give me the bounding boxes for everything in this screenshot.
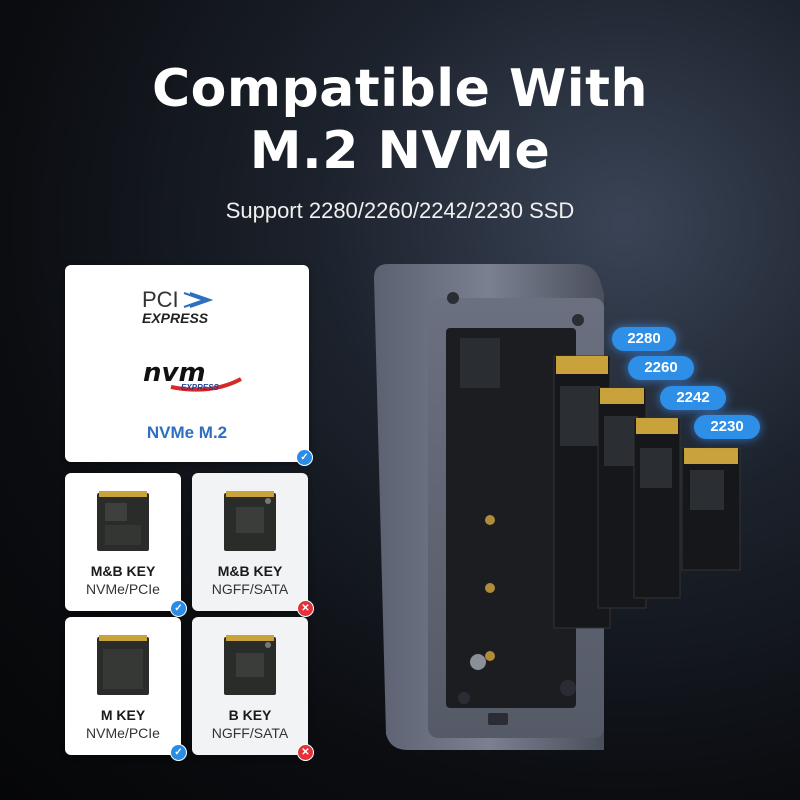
ssd-chip-icon [224,635,276,695]
key-card-mb-sata: M&B KEY NGFF/SATA ✕ [192,473,314,617]
ssd-chip-icon [97,491,149,551]
headline-line-2: M.2 NVMe [249,121,551,181]
ssd-enclosure-illustration [374,264,741,750]
cross-icon: ✕ [297,600,314,617]
key-subtitle: NVMe/PCIe [86,725,160,741]
cross-icon: ✕ [297,744,314,761]
circuit-board [446,328,576,708]
ssd-2242 [633,417,681,599]
nvm-swoosh-icon [170,377,242,392]
nvme-card: PCI EXPRESS nvm EXPRESS NVMe M.2 ✓ [65,265,313,466]
key-subtitle: NGFF/SATA [211,725,289,741]
size-pill-2242: 2242 [660,386,726,410]
key-title: M KEY [100,707,146,723]
check-icon: ✓ [170,600,187,617]
pci-logo-sub: EXPRESS [142,310,209,326]
headline: Compatible With M.2 NVMe [0,58,800,182]
pci-arrow-icon [183,291,214,309]
nvm-logo-text: nvm [143,358,206,388]
key-title: M&B KEY [90,563,156,579]
ssd-chip-icon [97,635,149,695]
check-icon: ✓ [170,744,187,761]
key-subtitle: NGFF/SATA [211,581,289,597]
key-subtitle: NVMe/PCIe [86,581,160,597]
key-card-m-nvme: M KEY NVMe/PCIe ✓ [65,617,187,761]
key-card-b-sata: B KEY NGFF/SATA ✕ [192,617,314,761]
key-card-mb-nvme: M&B KEY NVMe/PCIe ✓ [65,473,187,617]
key-title: M&B KEY [217,563,283,579]
check-icon: ✓ [296,449,313,466]
ssd-2230 [681,447,741,571]
pci-express-logo: PCI EXPRESS [142,287,214,326]
size-pill-2260: 2260 [628,356,694,380]
headline-line-1: Compatible With [151,59,649,119]
nvm-express-logo: nvm EXPRESS [143,358,242,392]
ssd-chip-icon [224,491,276,551]
nvme-label: NVMe M.2 [146,423,228,442]
size-pill-2280: 2280 [612,327,676,351]
size-pill-2230: 2230 [694,415,760,439]
pci-logo-text: PCI [142,287,179,312]
screw-icon [470,654,486,670]
nvm-logo-sub: EXPRESS [181,383,219,392]
key-title: B KEY [228,707,272,723]
subtitle: Support 2280/2260/2242/2230 SSD [225,198,575,223]
